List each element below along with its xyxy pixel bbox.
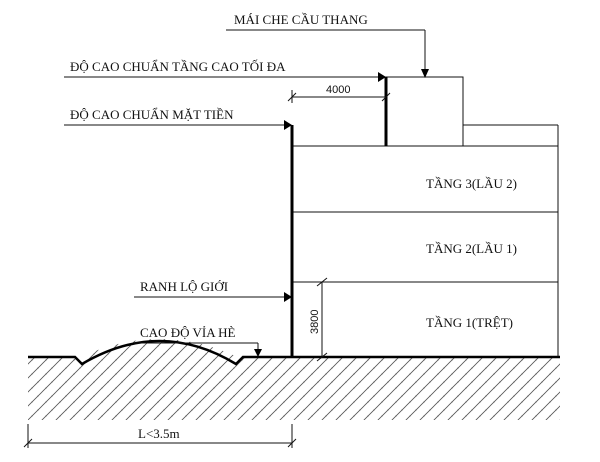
boundary-label: RANH LỘ GIỚI bbox=[140, 279, 228, 294]
ground-hatch bbox=[28, 339, 560, 420]
sidewalk-width-value: L<3.5m bbox=[138, 426, 180, 441]
setback-dimension: 4000 bbox=[287, 84, 391, 103]
ground-line bbox=[28, 339, 560, 366]
max-height-label: ĐỘ CAO CHUẨN TẦNG CAO TỐI ĐA bbox=[70, 59, 286, 74]
stair-roof-callout: MÁI CHE CẦU THANG bbox=[226, 12, 429, 78]
floor-height-dimension: 3800 bbox=[309, 277, 328, 362]
floor-height-value: 3800 bbox=[309, 310, 321, 334]
sidewalk-width-dimension: L<3.5m bbox=[23, 424, 297, 448]
stair-roof-label: MÁI CHE CẦU THANG bbox=[234, 12, 368, 27]
facade-height-label: ĐỘ CAO CHUẨN MẶT TIỀN bbox=[70, 107, 234, 122]
stair-roof-box bbox=[385, 76, 464, 146]
facade-height-callout: ĐỘ CAO CHUẨN MẶT TIỀN bbox=[64, 107, 292, 130]
setback-value: 4000 bbox=[326, 84, 350, 96]
sidewalk-label: CAO ĐỘ VỈA HÈ bbox=[140, 325, 236, 340]
floor2-label: TẦNG 2(LẦU 1) bbox=[426, 241, 517, 256]
sidewalk-callout: CAO ĐỘ VỈA HÈ bbox=[134, 325, 262, 357]
max-height-callout: ĐỘ CAO CHUẨN TẦNG CAO TỐI ĐA bbox=[64, 59, 386, 82]
floor1-label: TẦNG 1(TRỆT) bbox=[426, 315, 513, 330]
floor3-label: TẦNG 3(LẦU 2) bbox=[426, 176, 517, 191]
boundary-callout: RANH LỘ GIỚI bbox=[134, 279, 292, 302]
building bbox=[292, 76, 559, 357]
